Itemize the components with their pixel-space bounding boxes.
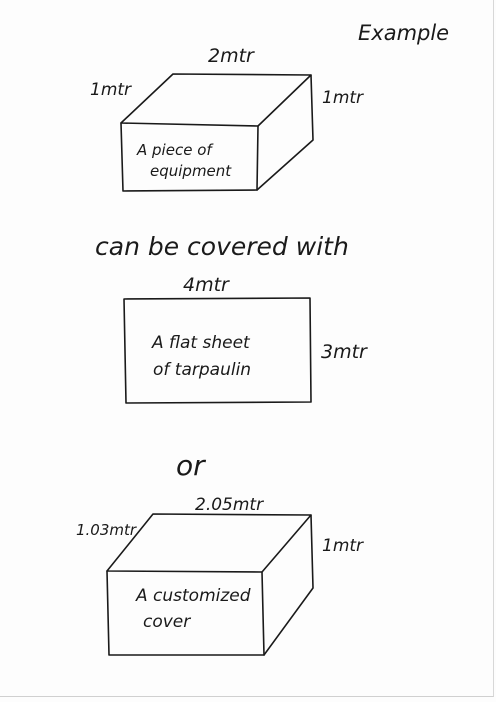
- sheet-width-label: 4mtr: [183, 274, 230, 296]
- cover-box-side-face: [263, 514, 314, 656]
- customized-cover-box: [106, 513, 314, 656]
- cover-box-front-face: [106, 570, 265, 656]
- sheet-face-line-2: of tarpaulin: [153, 360, 251, 380]
- equipment-box-front-face: [120, 122, 259, 192]
- equipment-box: [120, 73, 314, 192]
- or-text: or: [176, 449, 206, 482]
- cover-depth-label: 1.03mtr: [76, 521, 137, 539]
- sheet-face-line-1: A flat sheet: [151, 333, 251, 353]
- cover-face-line-1: A customized: [135, 586, 251, 606]
- cover-width-label: 2.05mtr: [195, 495, 264, 515]
- cover-height-label: 1mtr: [322, 536, 364, 556]
- equipment-face-line-1: A piece of: [136, 141, 214, 159]
- sheet-height-label: 3mtr: [321, 341, 368, 363]
- equipment-face-line-2: equipment: [150, 162, 232, 180]
- equipment-width-label: 2mtr: [208, 45, 255, 67]
- cover-box-top-face: [106, 513, 312, 573]
- connector-text: can be covered with: [95, 232, 349, 261]
- equipment-height-label: 1mtr: [322, 88, 364, 108]
- example-title: Example: [358, 21, 449, 45]
- tarpaulin-sheet: [123, 297, 312, 404]
- cover-face-line-2: cover: [143, 612, 191, 632]
- equipment-depth-label: 1mtr: [90, 80, 132, 100]
- equipment-box-side-face: [256, 74, 314, 191]
- equipment-box-top-face: [120, 73, 312, 127]
